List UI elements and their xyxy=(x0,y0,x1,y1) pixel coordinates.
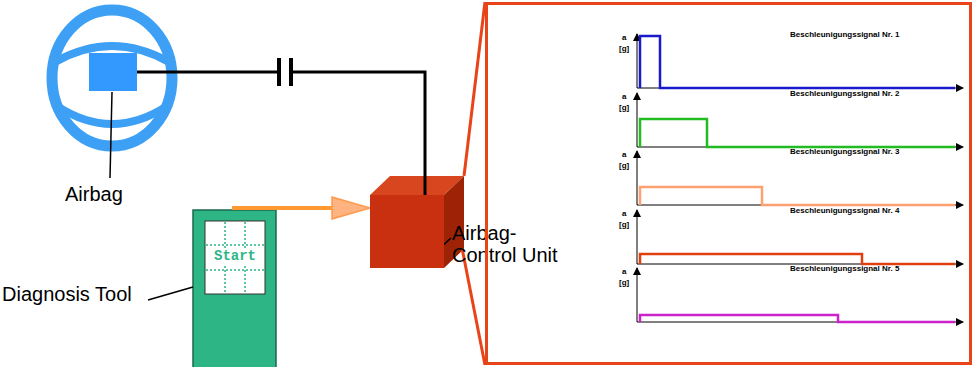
steering-wheel xyxy=(52,10,172,146)
chart-1 xyxy=(637,34,963,88)
chart-title: Beschleunigungssignal Nr. 4 xyxy=(790,206,899,215)
chart-2 xyxy=(637,93,963,147)
part-label: Diagnosis Tool xyxy=(2,283,132,306)
chart-title: Beschleunigungssignal Nr. 2 xyxy=(790,89,899,98)
axis-label: a xyxy=(622,33,626,42)
part-label: Airbag xyxy=(65,183,123,206)
diagnosis-tool-body xyxy=(193,210,276,367)
chart-5 xyxy=(637,268,963,322)
unit-label: [g] xyxy=(619,278,629,287)
control-unit: Airbag-Control Unit xyxy=(370,195,444,268)
leader-line xyxy=(110,92,112,178)
chart-3 xyxy=(637,151,963,205)
axis-label: a xyxy=(622,267,626,276)
axis-label: a xyxy=(622,150,626,159)
unit-label: [g] xyxy=(619,103,629,112)
screen-text: Start xyxy=(207,248,263,264)
airbag-module: Airbag xyxy=(89,53,137,91)
chart-title: Beschleunigungssignal Nr. 1 xyxy=(790,30,899,39)
connector xyxy=(137,58,425,195)
axis-label: a xyxy=(622,92,626,101)
part-label: Airbag-Control Unit xyxy=(452,222,570,266)
axis-label: a xyxy=(622,209,626,218)
chart-4 xyxy=(637,210,963,264)
connector xyxy=(234,197,370,219)
unit-label: [g] xyxy=(619,44,629,53)
chart-title: Beschleunigungssignal Nr. 5 xyxy=(790,264,899,273)
diagnosis-tool: StartDiagnosis Tool xyxy=(193,210,276,367)
chart-title: Beschleunigungssignal Nr. 3 xyxy=(790,147,899,156)
unit-label: [g] xyxy=(619,220,629,229)
unit-label: [g] xyxy=(619,161,629,170)
signal-panel: a [g] Beschleunigungssignal Nr. 1 a [g] Besch… xyxy=(485,2,972,365)
connector xyxy=(464,2,485,176)
leader-line xyxy=(148,287,193,300)
